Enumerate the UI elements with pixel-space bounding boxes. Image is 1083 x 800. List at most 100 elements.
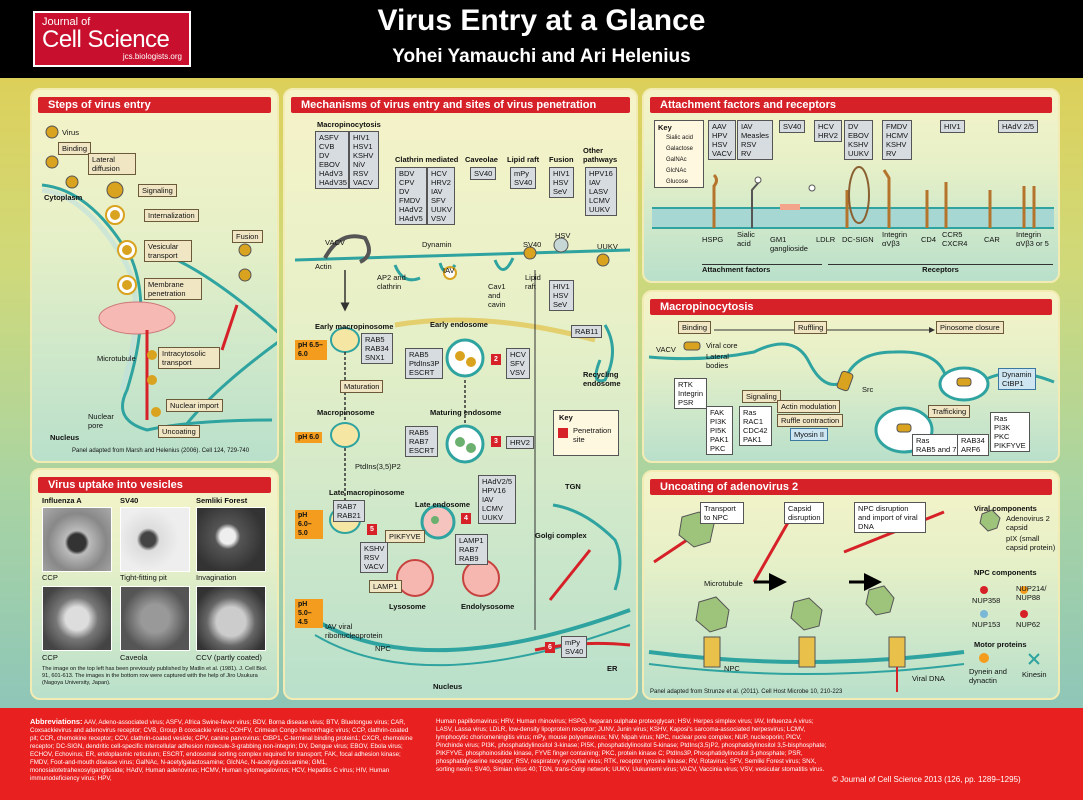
early-endo-markers: RAB5 PtdIns3P ESCRT xyxy=(405,348,444,379)
group-receptors: Receptors xyxy=(828,264,1053,274)
ph-tag-4: pH 5.0–4.5 xyxy=(295,599,323,628)
rec-sialic: Sialic acid xyxy=(737,230,755,248)
unc-step-2: Capsid disruption xyxy=(784,502,824,524)
poster-title: Virus Entry at a Glance xyxy=(377,4,706,37)
macro-sig-1: FAK PI3K PI5K PAK1 PKC xyxy=(706,406,733,455)
key-galactose: Galactose xyxy=(666,146,694,152)
label-early-endo: Early endosome xyxy=(430,320,488,329)
late-macro-viruses: KSHV RSV VACV xyxy=(360,542,389,573)
label-early-macro: Early macropinosome xyxy=(315,322,394,331)
site-3-badge: 3 xyxy=(491,436,501,447)
npc-nup358: NUP358 xyxy=(972,596,1001,605)
label-ap2: AP2 and clathrin xyxy=(377,273,406,291)
step-nuclear-import: Nuclear import xyxy=(166,399,223,412)
label-cav1: Cav1 and cavin xyxy=(488,282,506,309)
label-mech-nucleus: Nucleus xyxy=(433,682,463,691)
other-viruses: HPV16 IAV LASV LCMV UUKV xyxy=(585,167,617,216)
label-lysosome: Lysosome xyxy=(389,602,426,611)
label-npc: NPC xyxy=(375,644,391,653)
panel-steps-heading: Steps of virus entry xyxy=(38,97,271,113)
macro-traf-3: Ras PI3K PKC PIKFYVE xyxy=(990,412,1030,452)
unc-viral-dna: Viral DNA xyxy=(912,674,945,683)
col-head-sfv: Semliki Forest xyxy=(196,496,248,505)
rec-integrin-2: Integrin αVβ3 or 5 xyxy=(1016,230,1049,248)
micrograph-influenza-ccp2 xyxy=(42,586,112,651)
macro-title: Macropinocytosis xyxy=(317,120,381,129)
macro-dynamin: Dynamin CtBP1 xyxy=(998,368,1036,390)
rec-dcsign: DC-SIGN xyxy=(842,235,874,244)
key-glucose: Glucose xyxy=(666,179,689,185)
site-5-badge: 5 xyxy=(367,524,377,535)
logo-url: jcs.biologists.org xyxy=(122,52,182,61)
macro-ruffle-con: Ruffle contraction xyxy=(777,414,844,427)
col-head-influenza: Influenza A xyxy=(42,496,82,505)
ph-tag-3: pH 6.0–5.0 xyxy=(295,510,323,539)
label-ptdins: PtdIns(3,5)P2 xyxy=(355,462,401,471)
caveolae-title: Caveolae xyxy=(465,155,498,164)
macro-src: Src xyxy=(862,385,874,394)
cap-invagination: Invagination xyxy=(196,573,237,582)
label-recycling: Recycling endosome xyxy=(583,370,621,388)
label-microtubule: Microtubule xyxy=(97,354,136,363)
label-late-endo: Late endosome xyxy=(415,500,471,509)
label-nuclear-pore: Nuclear pore xyxy=(88,412,114,430)
macro-traf-2: RAB34 ARF6 xyxy=(957,434,989,456)
maturing-markers: RAB5 RAB7 ESCRT xyxy=(405,426,439,457)
journal-logo[interactable]: Journal of Cell Science jcs.biologists.o… xyxy=(33,11,191,67)
attach-box-3: SV40 xyxy=(779,120,806,133)
attach-box-4: HCV HRV2 xyxy=(814,120,842,142)
rec-integrin-1: Integrin αVβ3 xyxy=(882,230,908,248)
micrograph-sv40-caveola xyxy=(120,586,190,651)
site-2-badge: 2 xyxy=(491,354,501,365)
label-vacv: VACV xyxy=(325,238,345,247)
attach-box-2: IAV Measles RSV RV xyxy=(737,120,773,160)
logo-line2: Cell Science xyxy=(42,26,170,53)
logo-line1: Journal of xyxy=(42,16,91,28)
npc-nup214: NUP214/ NUP88 xyxy=(1016,584,1047,602)
macro-actin-mod: Actin modulation xyxy=(777,400,841,413)
step-signaling: Signaling xyxy=(138,184,177,197)
step-uncoating: Uncoating xyxy=(158,425,200,438)
panel-mechanisms: Mechanisms of virus entry and sites of v… xyxy=(283,88,638,700)
panel-vesicles-heading: Virus uptake into vesicles xyxy=(38,477,271,493)
mechanisms-diagram xyxy=(294,234,631,667)
key-galnac: GalNAc xyxy=(666,157,687,163)
panel-mechanisms-heading: Mechanisms of virus entry and sites of v… xyxy=(291,97,630,113)
site-4-badge: 4 xyxy=(461,513,471,524)
steps-diagram xyxy=(41,125,277,432)
panel-macro-heading: Macropinocytosis xyxy=(650,299,1052,315)
attach-box-8: HAdV 2/5 xyxy=(998,120,1039,133)
panel-vesicles: Virus uptake into vesicles Influenza A S… xyxy=(30,468,279,700)
ph-tag-2: pH 6.0 xyxy=(295,432,323,443)
other-title: Other pathways xyxy=(583,146,618,164)
cap-caveola: Caveola xyxy=(120,653,148,662)
key-glcnac: GlcNAc xyxy=(666,168,687,174)
fusion-box-membrane: HIV1 HSV SeV xyxy=(549,280,574,311)
er-viruses: mPy SV40 xyxy=(561,636,588,658)
late-endo-viruses: HAdV2/5 HPV16 IAV LCMV UUKV xyxy=(478,475,517,524)
macro-viruses-a: ASFV CVB DV EBOV HAdV3 HAdV35 xyxy=(315,131,349,189)
macro-viruses-b: HIV1 HSV1 KSHV NiV RSV VACV xyxy=(349,131,379,189)
label-golgi: Golgi complex xyxy=(535,531,587,540)
step-binding: Binding xyxy=(58,142,92,155)
macro-sig-2: Ras RAC1 CDC42 PAK1 xyxy=(739,406,772,446)
abbr-label: Abbreviations: xyxy=(30,717,83,726)
clathrin-viruses-b: HCV HRV2 IAV SFV UUKV VSV xyxy=(427,167,455,225)
clathrin-viruses-a: BDV CPV DV FMDV HAdV2 HAdV5 xyxy=(395,167,427,225)
attach-box-5: DV EBOV KSHV UUKV xyxy=(844,120,873,160)
npc-title: NPC components xyxy=(974,568,1037,577)
label-late-macro: Late macropinosome xyxy=(329,488,405,497)
step-membrane: Membrane penetration xyxy=(144,278,202,300)
label-virus: Virus xyxy=(62,128,79,137)
lamp1-label: LAMP1 xyxy=(369,580,402,593)
abbr-text-1: AAV, Adeno-associated virus; ASFV, Afric… xyxy=(30,719,413,782)
label-er: ER xyxy=(607,664,618,673)
unc-npc: NPC xyxy=(724,664,740,673)
unc-step-1: Transport to NPC xyxy=(700,502,744,524)
lipidraft-title: Lipid raft xyxy=(507,155,540,164)
micrograph-sfv-invagination xyxy=(196,507,266,572)
poster-authors: Yohei Yamauchi and Ari Helenius xyxy=(392,46,691,67)
rec-ldlr: LDLR xyxy=(816,235,836,244)
late-endo-markers: LAMP1 RAB7 RAB9 xyxy=(455,534,488,565)
hrv2-box: HRV2 xyxy=(506,436,534,449)
